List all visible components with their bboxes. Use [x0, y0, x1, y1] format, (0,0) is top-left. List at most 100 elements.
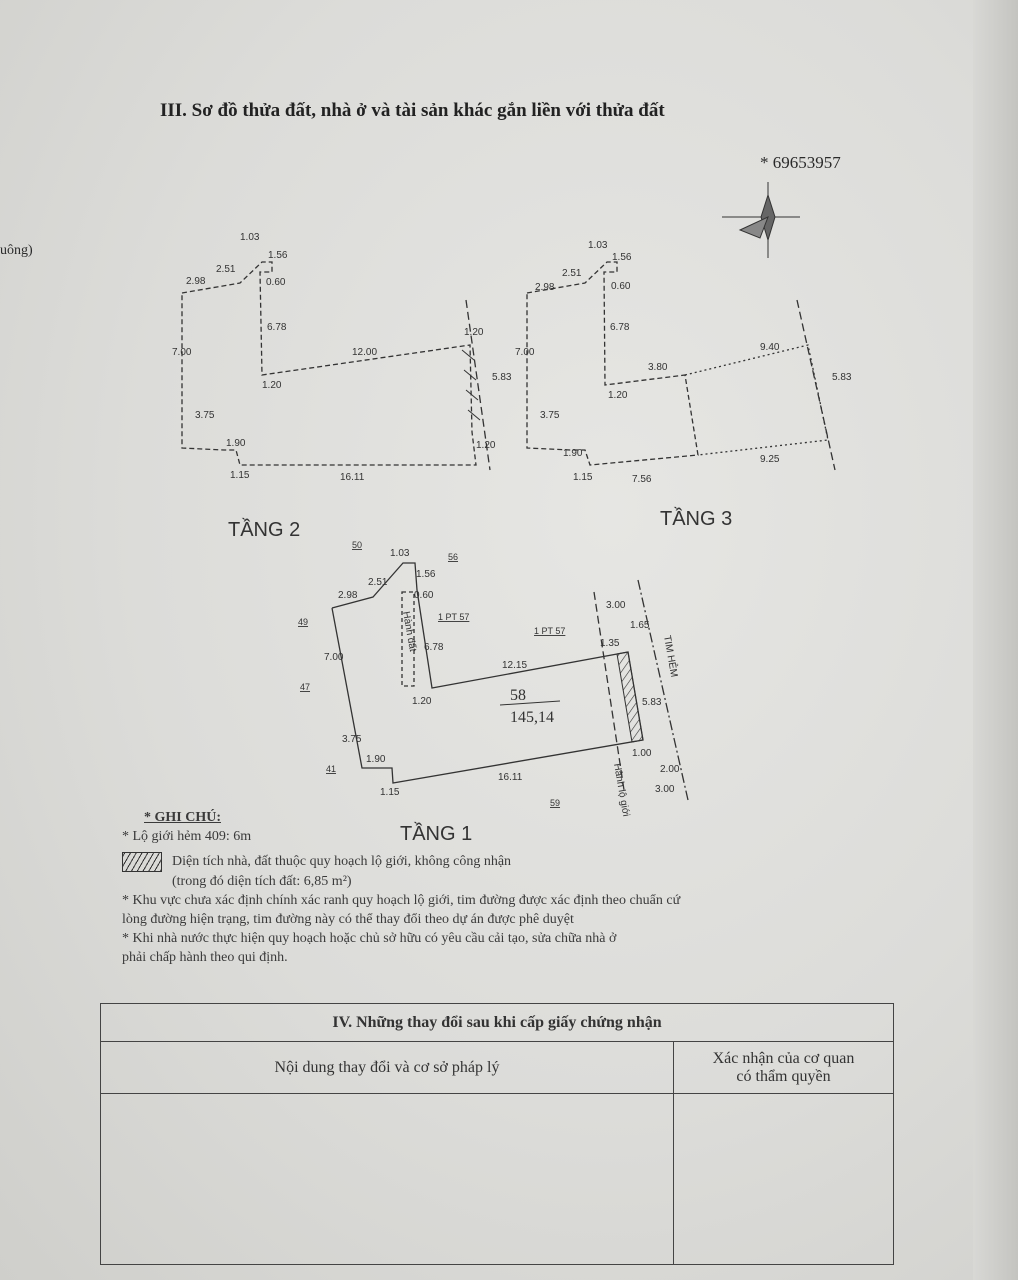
note-item: * Lộ giới hẻm 409: 6m	[122, 829, 252, 844]
dimension-label: TIM HẺM	[661, 634, 681, 678]
floor2-plan	[181, 261, 491, 471]
dimension-label: 41	[326, 764, 336, 774]
dimension-label: 1.03	[390, 548, 410, 559]
dimension-label: 12.15	[502, 660, 527, 671]
dimension-label: 1.56	[612, 252, 632, 263]
parcel-number: 58	[510, 687, 526, 704]
dimension-label: 3.80	[648, 362, 668, 373]
dimension-label: 2.51	[368, 577, 388, 588]
notes-heading: * GHI CHÚ:	[144, 810, 221, 825]
hatch-legend-icon	[122, 852, 162, 872]
serial-number: * 69653957	[760, 153, 841, 172]
dimension-label: 1.15	[230, 470, 250, 481]
parcel-area: 145,14	[510, 709, 554, 726]
notes-section: * GHI CHÚ: * Lộ giới hẻm 409: 6m Diện tí…	[122, 808, 680, 967]
dimension-label: 2.51	[562, 268, 582, 279]
dimension-label: 9.40	[760, 342, 780, 353]
dimension-label: 2.00	[660, 764, 680, 775]
note-item: (trong đó diện tích đất: 6,85 m²)	[172, 874, 352, 889]
floor3-label: TẦNG 3	[660, 507, 732, 530]
dimension-label: 7.56	[632, 474, 652, 485]
dimension-label: 1.15	[573, 472, 593, 483]
dimension-label: 3.00	[606, 600, 626, 611]
dimension-label: 16.11	[498, 772, 523, 783]
dimension-label: 6.78	[610, 322, 630, 333]
dimension-label: 49	[298, 617, 308, 627]
floor3-plan	[526, 261, 836, 471]
note-item: * Khi nhà nước thực hiện quy hoạch hoặc …	[122, 931, 617, 946]
dimension-label: 5.83	[642, 697, 662, 708]
dimension-label: 7.00	[324, 652, 344, 663]
side-text-fragment: uông)	[0, 243, 33, 258]
dimension-label: 6.78	[267, 322, 287, 333]
dimension-label: 9.25	[760, 454, 780, 465]
dimension-label: 1.03	[240, 232, 260, 243]
column-header-content: Nội dung thay đổi và cơ sở pháp lý	[100, 1041, 674, 1094]
dimension-label: 0.60	[266, 277, 286, 288]
changes-table: IV. Những thay đổi sau khi cấp giấy chứn…	[100, 1003, 894, 1265]
dimension-label: 1.20	[464, 327, 484, 338]
dimension-label: 5.83	[492, 372, 512, 383]
authority-cell	[673, 1093, 894, 1265]
dimension-label: 1.20	[476, 440, 496, 451]
dimension-label: 16.11	[340, 472, 365, 483]
dimension-label: 2.98	[338, 590, 358, 601]
dimension-label: Hành đất	[400, 610, 419, 652]
changes-table-title: IV. Những thay đổi sau khi cấp giấy chứn…	[100, 1003, 894, 1042]
floor2-label: TẦNG 2	[228, 518, 300, 541]
floor2-hatch	[461, 349, 481, 421]
authority-header-line: Xác nhận của cơ quan	[712, 1049, 855, 1067]
dimension-label: 1.65	[630, 620, 650, 631]
dimension-label: 50	[352, 540, 362, 550]
dimension-label: 1.20	[608, 390, 628, 401]
note-item: * Khu vực chưa xác định chính xác ranh q…	[122, 893, 681, 908]
dimension-label: 5.83	[832, 372, 852, 383]
dimension-label: 59	[550, 798, 560, 808]
dimension-label: 1.15	[380, 787, 400, 798]
dimension-label: 3.75	[342, 734, 362, 745]
dimension-label: 12.00	[352, 347, 377, 358]
dimension-label: 1.00	[632, 748, 652, 759]
floor1-hatch-area	[616, 651, 644, 743]
floor1-plan	[331, 562, 689, 801]
dimension-label: 1.56	[268, 250, 288, 261]
dimension-label: 1.90	[563, 448, 583, 459]
dimension-label: 56	[448, 552, 458, 562]
floor2-dims: 2.98 2.51 1.03 1.56 0.60 6.78 12.00 1.20…	[172, 232, 512, 541]
content-cell	[100, 1093, 674, 1265]
dimension-label: 2.98	[186, 276, 206, 287]
compass-icon	[722, 182, 800, 258]
dimension-label: 1.20	[262, 380, 282, 391]
dimension-label: 1.20	[412, 696, 432, 707]
note-item: phải chấp hành theo qui định.	[122, 950, 288, 965]
dimension-label: 1.90	[366, 754, 386, 765]
dimension-label: 1.03	[588, 240, 608, 251]
dimension-label: 2.98	[535, 282, 555, 293]
dimension-label: 2.51	[216, 264, 236, 275]
dimension-label: 1.90	[226, 438, 246, 449]
floor3-dims: 2.98 2.51 1.03 1.56 0.60 6.78 3.80 9.40 …	[515, 240, 852, 530]
dimension-label: 3.75	[540, 410, 560, 421]
dimension-label: 7.00	[515, 347, 535, 358]
floor1-label: TẦNG 1	[400, 822, 472, 845]
dimension-label: 1.56	[416, 569, 436, 580]
dimension-label: 6.78	[424, 642, 444, 653]
page-edge	[973, 0, 1018, 1280]
note-item: lòng đường hiện trạng, tim đường này có …	[122, 912, 574, 927]
authority-header-line: có thẩm quyền	[736, 1067, 831, 1085]
floor1-dims: 2.98 2.51 1.03 1.56 0.60 6.78 12.15 1.20…	[298, 540, 681, 845]
dimension-label: 47	[300, 682, 310, 692]
dimension-label: 3.75	[195, 410, 215, 421]
dimension-label: 1.35	[600, 638, 620, 649]
dimension-label: 7.00	[172, 347, 192, 358]
dimension-label: 1 PT 57	[438, 612, 469, 622]
section-title: III. Sơ đồ thửa đất, nhà ở và tài sản kh…	[160, 100, 665, 121]
dimension-label: 0.60	[414, 590, 434, 601]
note-item: Diện tích nhà, đất thuộc quy hoạch lộ gi…	[172, 854, 512, 870]
dimension-label: 0.60	[611, 281, 631, 292]
dimension-label: 1 PT 57	[534, 626, 565, 636]
dimension-label: 3.00	[655, 784, 675, 795]
